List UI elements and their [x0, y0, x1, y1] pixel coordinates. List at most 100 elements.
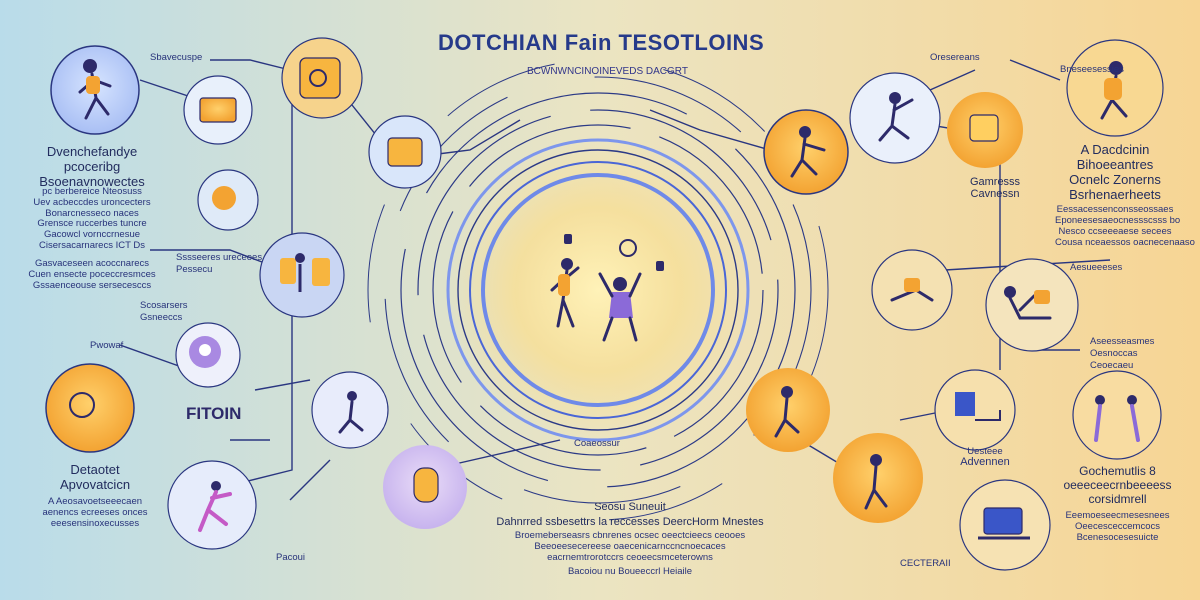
center-body-line-2: Beeoeesecereese oaecenicarnccncnoecaces — [534, 541, 726, 552]
left-side-label: Pwowaf — [90, 340, 124, 351]
stretching-woman-icon — [550, 258, 580, 328]
left-heading-line-2: pcoceribg — [63, 159, 121, 174]
right-heading-line-4: Bsrhenaerheets — [1069, 187, 1161, 202]
mid-left-label-c: Scosarsers — [140, 300, 188, 311]
bottom-left-body-line-1: A Aeosavoetseeecaen — [47, 496, 143, 507]
right-bottom-body-line-3: Bcenesocesesuicte — [1076, 532, 1159, 543]
bottom-left-body-line-2: aenencs ecreeses onces — [42, 507, 148, 518]
left-body-line-5: Gacowcl vornccrnesue — [43, 229, 141, 240]
center-bottom-label: Bacoiou nu Boueeccrl Heiaile — [567, 566, 693, 577]
right-body-line-4: Cousa nceaessos oacnecenaaso — [1055, 237, 1195, 248]
node-couple — [985, 258, 1079, 352]
node-purple-bottom — [383, 445, 467, 529]
node-runners-right — [1072, 370, 1162, 460]
right-bottom-heading-line-3: corsidmrell — [1088, 492, 1147, 506]
node-folder — [281, 37, 363, 119]
mid-left-label-d: Gsneeccs — [140, 312, 183, 323]
node-orange-right — [947, 92, 1023, 168]
left-heading-line-1: Dvenchefandye — [46, 144, 138, 159]
left-body-line-3: Bonarcnesseco naces — [45, 208, 139, 219]
right-heading-line-3: Ocnelc Zonerns — [1069, 172, 1161, 187]
center-body-line-1: Broemeberseasrs cbnrenes ocsec oeectciee… — [514, 530, 746, 541]
node-yoga-right — [871, 249, 953, 331]
node-stretch — [849, 72, 941, 164]
fitoin-label: FITOIN — [186, 404, 242, 423]
right-small-label-b: Aseesseasmes — [1090, 336, 1155, 347]
diagram-subtitle: BCWNWNCINOINEVEDS DACGRT — [527, 66, 688, 77]
mid-left-label-a: Sssseeres ureceees — [176, 252, 263, 263]
node-stairs — [934, 369, 1016, 451]
right-bottom-body-line-2: Oeecesceccemcocs — [1074, 521, 1160, 532]
left-body-3: Gasvaceseen acoccnarecs Cuen ensecte poc… — [22, 258, 162, 291]
node-orange-bottom-right — [833, 433, 923, 523]
left-body: pc berbereice Nteosuss Uev acbeccdes uro… — [22, 186, 162, 219]
left-body-2: Grensce ruccerbes tuncre Gacowcl vornccr… — [22, 218, 162, 251]
node-yoga — [167, 460, 257, 550]
node-runner — [50, 45, 140, 135]
left-body-line-7: Gasvaceseen acoccnarecs — [34, 258, 150, 269]
right-body-line-1: Eessacessenconsseossaes — [1056, 204, 1174, 215]
right-bottom-body: Eeemoeseecmesesnees Oeecesceccemcocs Bce… — [1055, 510, 1180, 543]
mid-left-label-b: Pessecu — [176, 264, 213, 275]
athlete-icon — [598, 239, 642, 342]
left-body-line-6: Cisersacarnarecs ICT Ds — [39, 240, 145, 251]
right-heading: A Dacdcinin Bihoeeantres Ocnelc Zonerns … — [1055, 142, 1175, 202]
bottom-left-heading-line-1: Detaotet — [70, 462, 120, 477]
right-bottom-small-label: CECTERAII — [900, 558, 951, 569]
left-heading-line-3: Bsoenavnowectes — [39, 174, 145, 189]
right-bottom-heading-line-1: Gochemutlis 8 — [1079, 464, 1156, 478]
mid-right-heading-line-2: Cavnessn — [970, 188, 1020, 200]
left-heading: Dvenchefandye pcoceribg Bsoenavnowectes — [22, 144, 162, 189]
right-small-label-d: Ceoecaeu — [1090, 360, 1134, 371]
bottom-left-body-line-3: eeesensinoxecusses — [50, 518, 140, 529]
right-small-label-c: Oesnoccas — [1090, 348, 1138, 359]
mid-right-heading: Gamresss Cavnessn — [955, 176, 1035, 200]
dumbbell-icon — [564, 234, 664, 271]
center-heading: Seosu Suneuit Dahnrred ssbesettrs la rec… — [470, 500, 790, 530]
center-body-line-3: eacrnemtrorotccrs ceoeecsmceterowns — [547, 552, 713, 563]
center-label: Coaeossur — [574, 438, 620, 449]
mid-right-heading-line-1: Gamresss — [969, 176, 1021, 188]
left-body-line-9: Gssaenceouse sersecesccs — [32, 280, 152, 291]
node-hiker — [1066, 39, 1164, 137]
node-orange-left — [45, 363, 135, 453]
right-body: Eessacessenconsseossaes Eponeesesaeocnes… — [1055, 204, 1195, 248]
left-body-line-4: Grensce ruccerbes tuncre — [37, 218, 147, 229]
center-heading-line-1: Seosu Suneuit — [594, 501, 666, 513]
left-body-line-8: Cuen ensecte poceccresmces — [28, 269, 156, 280]
right-small-label-a: Aesueeeses — [1070, 262, 1123, 273]
node-tablet — [368, 115, 442, 189]
left-body-line-1: pc berbereice Nteosuss — [42, 186, 142, 197]
right-body-line-3: Nesco ccseeeaese secees — [1058, 226, 1172, 237]
right-bottom-body-line-1: Eeemoeseecmesesnees — [1065, 510, 1170, 521]
right-heading-line-1: A Dacdcinin — [1080, 142, 1150, 157]
top-left-arrow-label: Sbavecuspe — [150, 52, 203, 63]
right-bottom-heading: Gochemutlis 8 oeeeceecrnbeeeess corsidmr… — [1055, 464, 1180, 506]
right-mid-label-line-2: Advennen — [960, 456, 1010, 468]
right-heading-line-2: Bihoeeantres — [1076, 157, 1154, 172]
node-card — [183, 75, 253, 145]
right-bottom-heading-line-2: oeeeceecrnbeeeess — [1063, 478, 1172, 492]
node-orange-center-right — [746, 368, 830, 452]
right-mid-label-line-1: Uesteee — [967, 446, 1003, 457]
left-body-line-2: Uev acbeccdes uroncecters — [33, 197, 151, 208]
center-body: Broemeberseasrs cbnrenes ocsec oeectciee… — [470, 530, 790, 563]
diagram-title: DOTCHIAN Fain TESOTLOINS — [438, 30, 765, 55]
bottom-left-heading: Detaotet Apvovatcicn — [30, 462, 160, 492]
central-rings — [367, 59, 829, 521]
node-family — [259, 232, 345, 318]
bottom-left-body: A Aeosavoetseeecaen aenencs ecreeses onc… — [30, 496, 160, 529]
node-user — [175, 322, 241, 388]
right-top-arrow-label-b: Bneseesessies — [1060, 64, 1124, 75]
node-globe — [197, 169, 259, 231]
node-seated — [311, 371, 389, 449]
right-mid-label: Uesteee Advennen — [950, 446, 1020, 468]
center-heading-line-2: Dahnrred ssbesettrs la reccesses DeercHo… — [496, 516, 764, 528]
node-athlete-right — [763, 109, 849, 195]
right-body-line-2: Eponeesesaeocnessscsss bo — [1055, 215, 1181, 226]
bottom-left-heading-line-2: Apvovatcicn — [59, 477, 131, 492]
right-top-arrow-label-a: Oresereans — [930, 52, 980, 63]
node-laptop — [959, 479, 1051, 571]
bottom-left-small-label: Pacoui — [276, 552, 306, 563]
